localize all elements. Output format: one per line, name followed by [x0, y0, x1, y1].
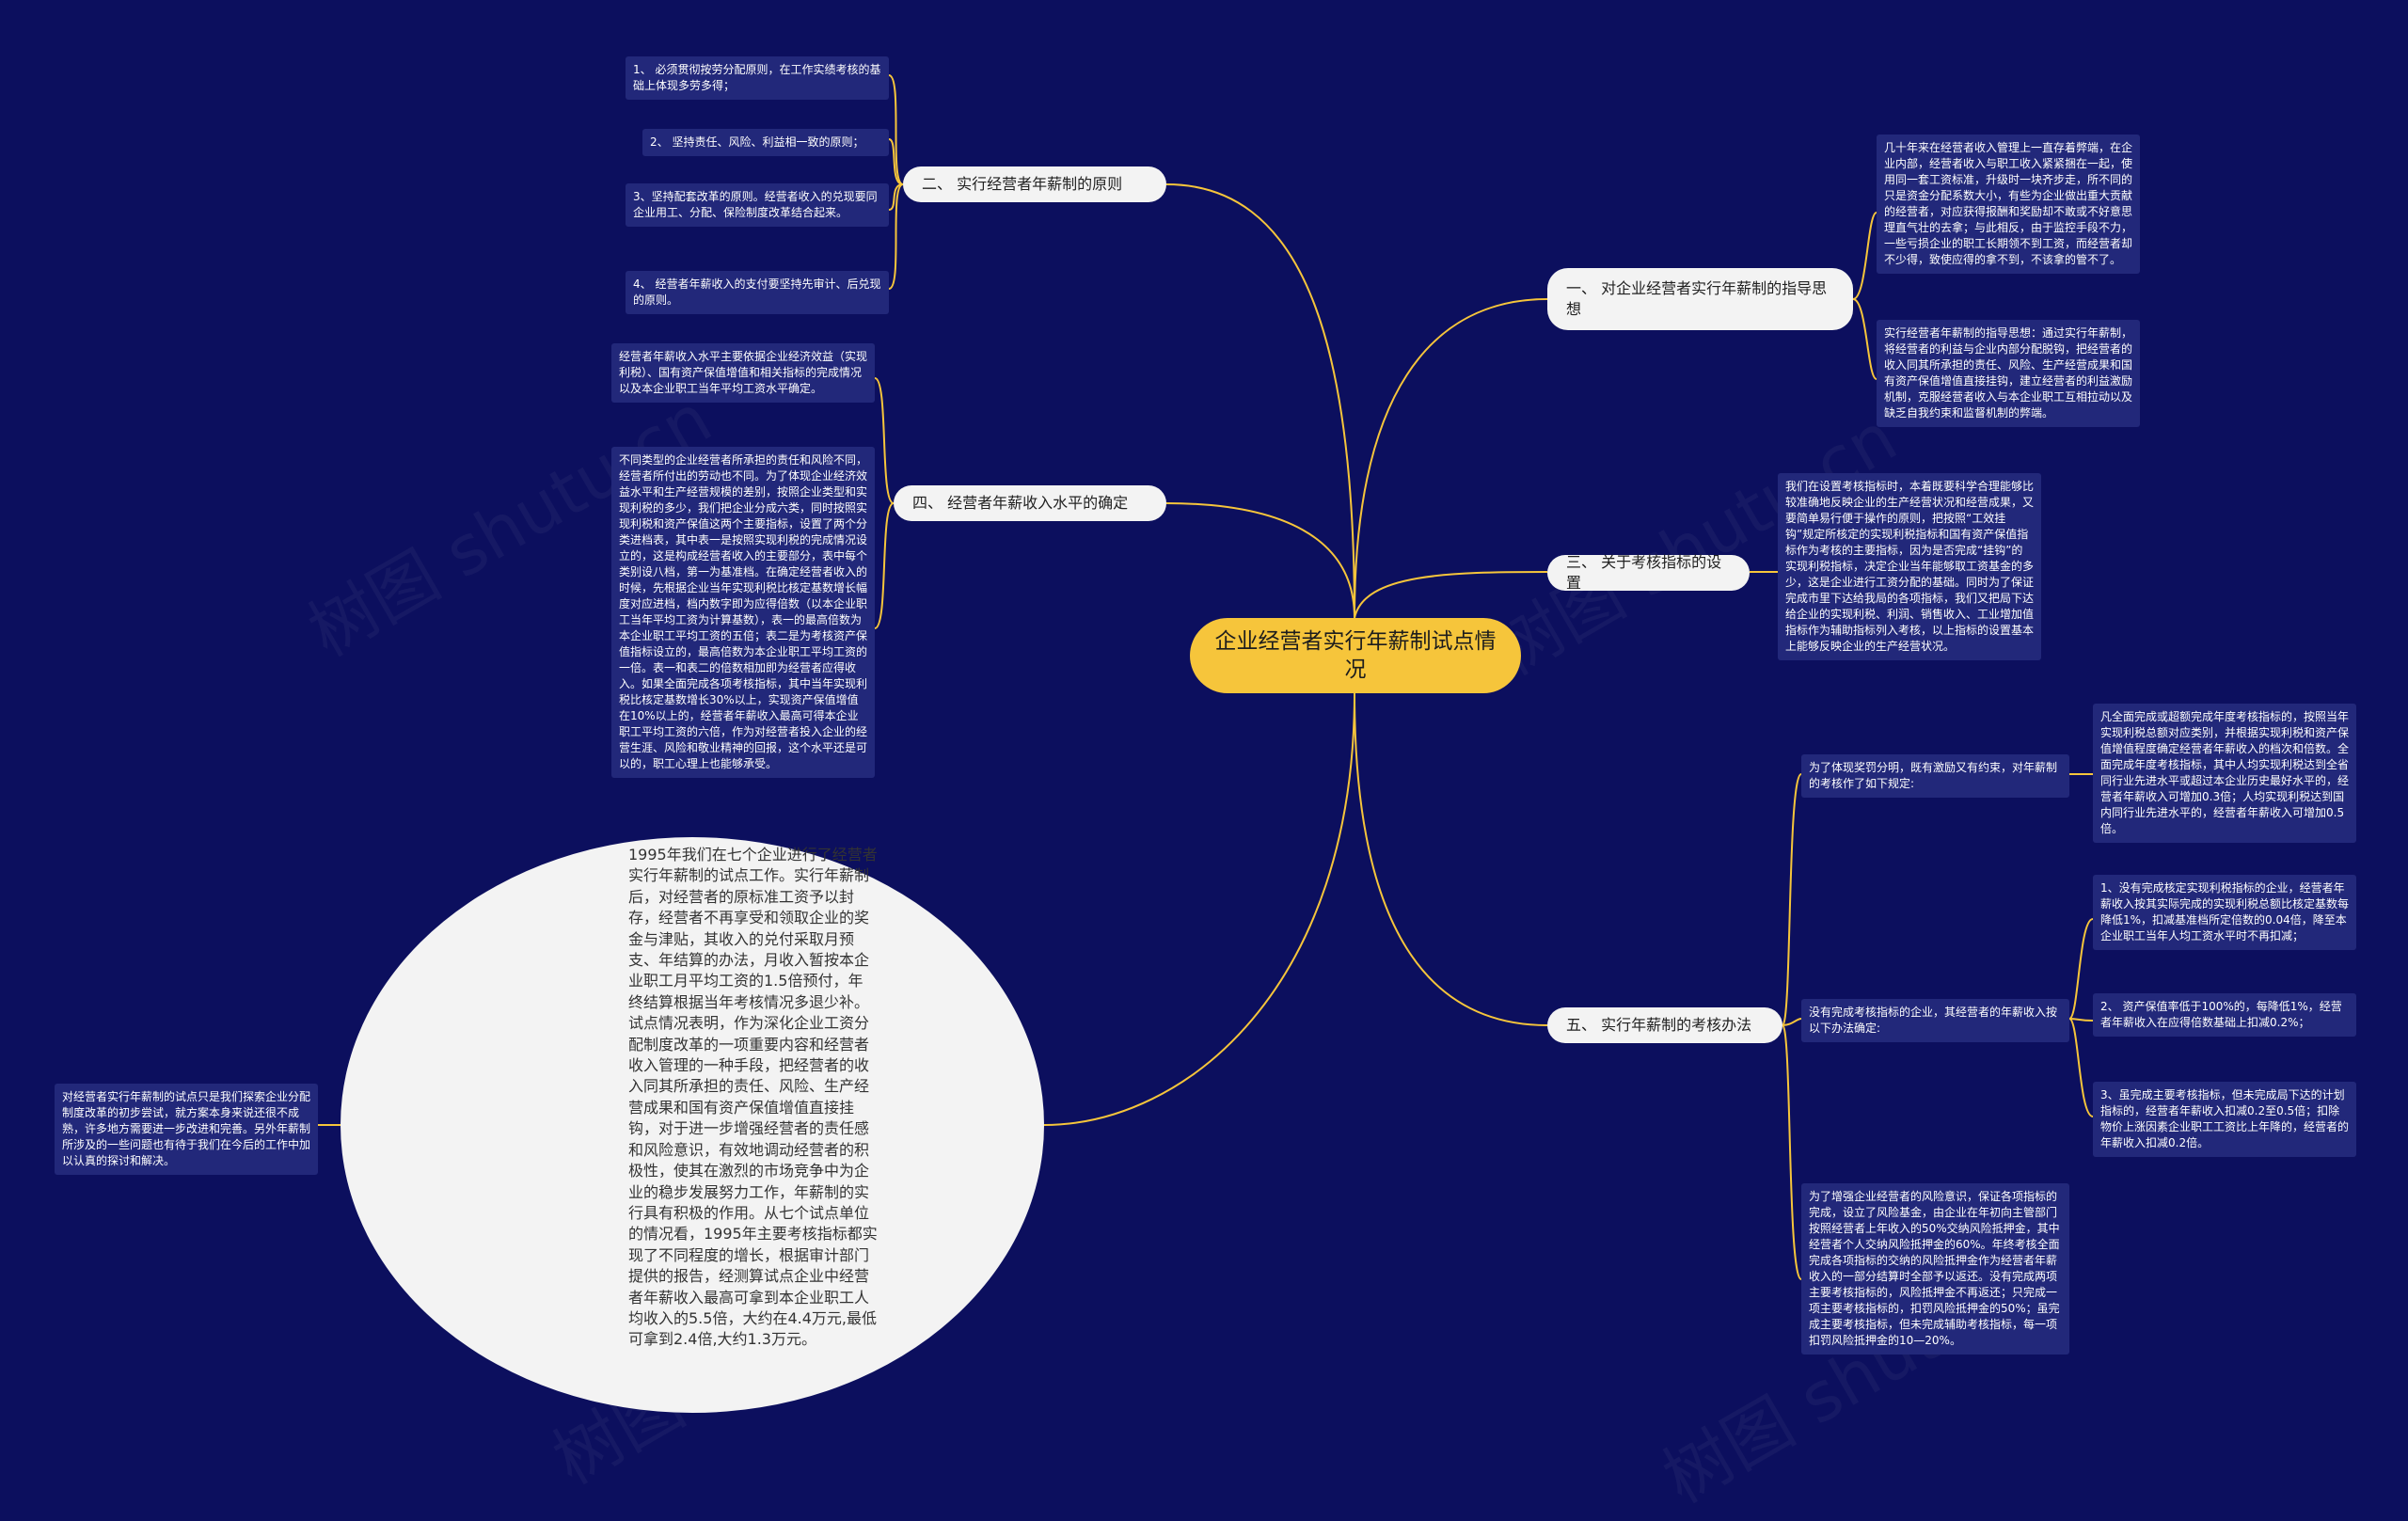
- link-root-b1: [1354, 298, 1548, 619]
- link-b5-2-sub1: [2068, 918, 2094, 1020]
- leaf-pilot-note: 对经营者实行年薪制的试点只是我们探索企业分配制度改革的初步尝试，就方案本身来说还…: [55, 1084, 318, 1175]
- mindmap-canvas: 树图 shutu.cn 树图 shutu.cn 树图 shutu.cn 树图 s…: [55, 56, 2356, 1518]
- link-b4-leaf1: [874, 377, 895, 504]
- leaf-risk-fund: 为了增强企业经营者的风险意识，保证各项指标的完成，设立了风险基金，由企业在年初向…: [1801, 1183, 2069, 1355]
- link-root-b3: [1354, 571, 1548, 619]
- branch-assessment-method[interactable]: 五、 实行年薪制的考核办法: [1547, 1007, 1782, 1043]
- link-root-bubble: [1043, 692, 1355, 1126]
- branch-guiding-ideology[interactable]: 一、 对企业经营者实行年薪制的指导思想: [1547, 268, 1853, 330]
- leaf-guiding-background: 几十年来在经营者收入管理上一直存着弊端，在企业内部，经营者收入与职工收入紧紧捆在…: [1877, 135, 2140, 274]
- pilot-summary-bubble[interactable]: [341, 837, 1044, 1413]
- leaf-principle-1: 1、 必须贯彻按劳分配原则，在工作实绩考核的基础上体现多劳多得；: [626, 56, 889, 100]
- link-b5-2-sub2: [2068, 1018, 2094, 1022]
- branch-principles[interactable]: 二、 实行经营者年薪制的原则: [903, 166, 1166, 202]
- leaf-incomplete-rule-2: 2、 资产保值率低于100%的，每降低1%，经营者年薪收入在应得倍数基础上扣减0…: [2093, 993, 2356, 1037]
- leaf-income-classification: 不同类型的企业经营者所承担的责任和风险不同，经营者所付出的劳动也不同。为了体现企…: [611, 447, 875, 778]
- link-b5-leaf1: [1782, 773, 1802, 1026]
- connector-lines: [318, 74, 2094, 1280]
- link-b5-leaf3: [1782, 1024, 1802, 1280]
- branch-indicator-setting[interactable]: 三、 关于考核指标的设置: [1547, 553, 1750, 592]
- leaf-incomplete-rule: 没有完成考核指标的企业，其经营者的年薪收入按以下办法确定:: [1801, 999, 2069, 1042]
- leaf-reward-rule-detail: 凡全面完成或超额完成年度考核指标的，按照当年实现利税总额对应类别，并根据实现利税…: [2093, 704, 2356, 843]
- leaf-principle-3: 3、坚持配套改革的原则。经营者收入的兑现要同企业用工、分配、保险制度改革结合起来…: [626, 183, 889, 227]
- link-root-b2: [1165, 183, 1355, 619]
- link-root-b4: [1165, 502, 1355, 619]
- pilot-summary-text: 1995年我们在七个企业进行了经营者实行年薪制的试点工作。实行年薪制后，对经营者…: [628, 846, 878, 1349]
- leaf-indicator-detail: 我们在设置考核指标时，本着既要科学合理能够比较准确地反映企业的生产经营状况和经营…: [1778, 473, 2041, 660]
- root-topic[interactable]: 企业经营者实行年薪制试点情况: [1190, 618, 1521, 693]
- link-b2-leaf2: [888, 138, 904, 185]
- link-b1-leaf1: [1852, 212, 1877, 300]
- leaf-guiding-ideology: 实行经营者年薪制的指导思想：通过实行年薪制，将经营者的利益与企业内部分配脱钩，把…: [1877, 320, 2140, 427]
- branch-income-level[interactable]: 四、 经营者年薪收入水平的确定: [894, 485, 1166, 521]
- link-b1-leaf2: [1852, 298, 1877, 380]
- leaf-incomplete-rule-1: 1、没有完成核定实现利税指标的企业，经营者年薪收入按其实际完成的实现利税总额比核…: [2093, 875, 2356, 950]
- link-b5-2-sub3: [2068, 1018, 2094, 1117]
- leaf-principle-2: 2、 坚持责任、风险、利益相一致的原则；: [642, 129, 889, 156]
- leaf-income-basis: 经营者年薪收入水平主要依据企业经济效益（实现利税）、国有资产保值增值和相关指标的…: [611, 343, 875, 403]
- link-b5-leaf2: [1782, 1018, 1802, 1026]
- link-root-b5: [1354, 692, 1548, 1026]
- link-b4-leaf2: [874, 502, 895, 629]
- link-b2-leaf1: [888, 74, 904, 185]
- leaf-incomplete-rule-3: 3、虽完成主要考核指标，但未完成局下达的计划指标的，经营者年薪收入扣减0.2至0…: [2093, 1082, 2356, 1157]
- link-b2-leaf4: [888, 183, 904, 290]
- leaf-principle-4: 4、 经营者年薪收入的支付要坚持先审计、后兑现的原则。: [626, 271, 889, 314]
- leaf-reward-rule: 为了体现奖罚分明，既有激励又有约束，对年薪制的考核作了如下规定:: [1801, 754, 2069, 798]
